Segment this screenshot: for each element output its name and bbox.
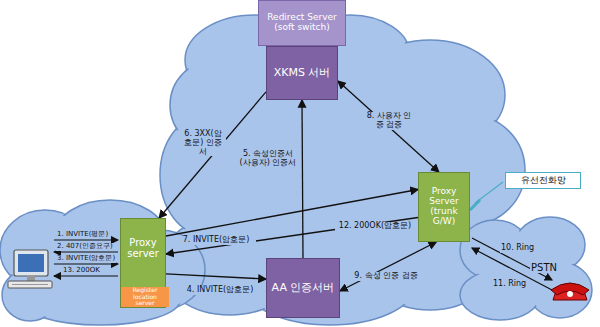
message-arrow bbox=[166, 274, 266, 279]
edge-label: 12. 200OK(암호문) bbox=[335, 222, 415, 231]
network-name: PSTN bbox=[530, 262, 558, 273]
left-cloud bbox=[0, 200, 205, 325]
node-label: XKMS 서버 bbox=[272, 67, 333, 79]
node-label: Redirect Server (soft switch) bbox=[259, 13, 345, 33]
edge-label: 8. 사용자 인증 검증 bbox=[362, 112, 416, 130]
message-label: 10. Ring bbox=[500, 244, 535, 253]
message-label: 2. 407(인증요구) bbox=[56, 243, 114, 251]
edge-label: 7. INVITE(암호문) bbox=[176, 236, 256, 245]
message-arrow bbox=[166, 190, 418, 237]
message-arrow bbox=[166, 218, 418, 255]
edge-label: 9. 속성 인증 검증 bbox=[350, 272, 422, 281]
gateway-box: Proxy Server (trunk G/W) bbox=[418, 172, 470, 242]
edge-label: 6. 3XX(암호문) 인증서 bbox=[180, 130, 226, 156]
message-label: 11. Ring bbox=[492, 280, 527, 289]
computer-icon bbox=[8, 250, 52, 288]
message-label: 3. INVITE(암호문) bbox=[56, 255, 116, 263]
node-label: Proxy server bbox=[121, 237, 165, 259]
node-label: AA 인증서버 bbox=[270, 282, 337, 294]
edge-label: 4. INVITE(암호문) bbox=[180, 286, 260, 295]
message-label: 13. 200OK bbox=[62, 267, 101, 275]
telephone-icon bbox=[551, 283, 589, 300]
server-box: Redirect Server (soft switch) bbox=[258, 0, 346, 46]
message-label: 1. INVITE(평문) bbox=[56, 231, 109, 239]
server-box: XKMS 서버 bbox=[266, 46, 338, 100]
callout-box: 유선전화망 bbox=[505, 172, 581, 189]
message-arrow bbox=[338, 81, 439, 172]
edge-label: 5. 속성인증서 (사용자) 인증서 bbox=[236, 150, 300, 168]
node-label: Register location server bbox=[121, 287, 169, 307]
node-label: Proxy Server (trunk G/W) bbox=[419, 187, 469, 227]
node-label: 유선전화망 bbox=[519, 176, 568, 186]
message-arrow bbox=[340, 242, 436, 291]
register-box: Register location server bbox=[121, 287, 169, 307]
pstn-cloud bbox=[460, 217, 592, 320]
proxy-box: Proxy serverRegister location server bbox=[120, 218, 166, 308]
server-box: AA 인증서버 bbox=[266, 258, 340, 318]
